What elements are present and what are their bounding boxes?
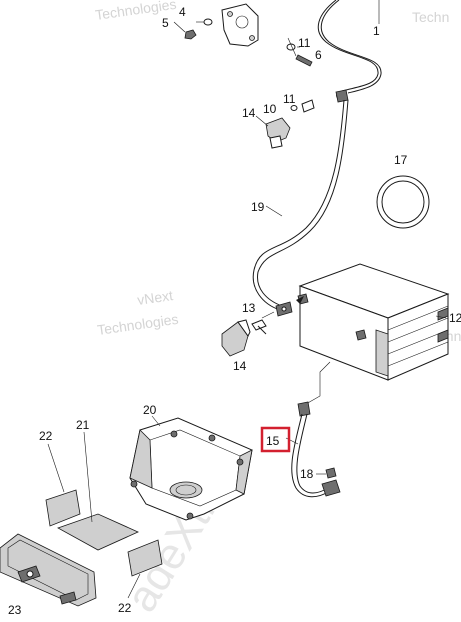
terminal-bolt-head xyxy=(251,319,267,331)
callout-15: 15 xyxy=(266,434,280,448)
callout-11: 11 xyxy=(298,36,311,50)
tray-mount-hole xyxy=(170,430,178,438)
terminal-bolt-shank xyxy=(257,325,267,335)
tray-drain xyxy=(169,481,203,499)
battery-vent xyxy=(437,329,449,343)
leader-line xyxy=(287,37,297,57)
cable-lug xyxy=(335,89,349,103)
leader-line xyxy=(173,21,186,33)
callout-14: 14 xyxy=(242,106,256,120)
leader-line xyxy=(151,415,161,427)
washer xyxy=(290,105,298,111)
cover-body xyxy=(0,533,97,607)
boot-lip xyxy=(237,319,251,337)
leader-line xyxy=(47,443,65,493)
top-hardware-group xyxy=(173,0,382,113)
watermark-top-right: Techn xyxy=(412,9,449,25)
cable-terminal xyxy=(297,401,311,417)
callout-5: 5 xyxy=(162,16,169,30)
washer xyxy=(286,43,296,51)
callout-17: 17 xyxy=(394,153,408,167)
boot-body xyxy=(265,117,291,143)
cover-latch xyxy=(59,591,77,605)
leader-line xyxy=(255,115,269,127)
battery-tray xyxy=(129,415,253,521)
callout-21: 21 xyxy=(76,418,90,432)
leader-line xyxy=(261,311,275,319)
callout-6: 6 xyxy=(315,48,322,62)
callout-4: 4 xyxy=(179,5,186,19)
tray-mount-hole xyxy=(236,458,244,466)
callout-18: 18 xyxy=(300,467,314,481)
watermark-brand-line1: vNext xyxy=(136,287,174,308)
hex-nut xyxy=(184,29,197,40)
tray-mount-hole xyxy=(130,480,138,488)
battery-rib xyxy=(375,329,389,377)
connection-guide xyxy=(305,361,331,405)
highlight-box xyxy=(260,426,291,453)
tray-mount-hole xyxy=(186,512,194,520)
bolt xyxy=(295,54,313,67)
main-cable xyxy=(317,0,379,101)
callout-23: 23 xyxy=(8,603,22,617)
callouts: 1 4 5 6 11 10 11 14 17 19 12 13 14 20 21… xyxy=(8,5,461,617)
boot-tip xyxy=(269,135,283,149)
main-cable-shadow xyxy=(320,0,382,94)
cover-knob xyxy=(26,570,34,578)
polarity-arrow-icon xyxy=(296,296,304,304)
battery xyxy=(296,263,450,381)
bracket-rivet xyxy=(227,11,233,17)
callout-22: 22 xyxy=(118,601,132,615)
callout-14: 14 xyxy=(233,359,247,373)
leader-line xyxy=(127,573,141,599)
nut-18 xyxy=(316,467,337,479)
rubber-mat-21 xyxy=(57,513,139,551)
leader-line xyxy=(265,205,283,217)
callout-13: 13 xyxy=(242,301,256,315)
o-ring-17 xyxy=(376,175,430,229)
negative-cable-15 xyxy=(285,361,341,498)
callout-10: 10 xyxy=(263,102,277,116)
pads xyxy=(45,431,163,599)
tray-wall xyxy=(129,429,153,489)
terminal-boot-upper xyxy=(255,115,291,149)
bracket-rivet xyxy=(249,35,255,41)
leader-line xyxy=(83,431,93,523)
callout-20: 20 xyxy=(143,403,157,417)
foam-pad-22 xyxy=(45,489,81,527)
terminal-nut xyxy=(301,99,315,113)
callout-1: 1 xyxy=(373,24,380,38)
callout-19: 19 xyxy=(251,200,265,214)
terminal-hole xyxy=(281,306,287,312)
positive-cable-19 xyxy=(252,99,349,317)
callout-12: 12 xyxy=(449,311,461,325)
bracket-hole xyxy=(235,15,249,29)
washer xyxy=(203,18,213,26)
ring-terminal xyxy=(321,479,341,497)
foam-pad-22 xyxy=(127,539,163,577)
leader-line xyxy=(435,315,447,319)
tray-mount-hole xyxy=(208,434,216,442)
battery-post-negative xyxy=(355,329,367,341)
callout-11: 11 xyxy=(283,92,296,106)
callout-22: 22 xyxy=(39,429,53,443)
watermark-brand-line2: Technologies xyxy=(96,311,179,338)
terminal-hardware-lower xyxy=(221,311,275,357)
battery-cover-23 xyxy=(0,533,97,607)
